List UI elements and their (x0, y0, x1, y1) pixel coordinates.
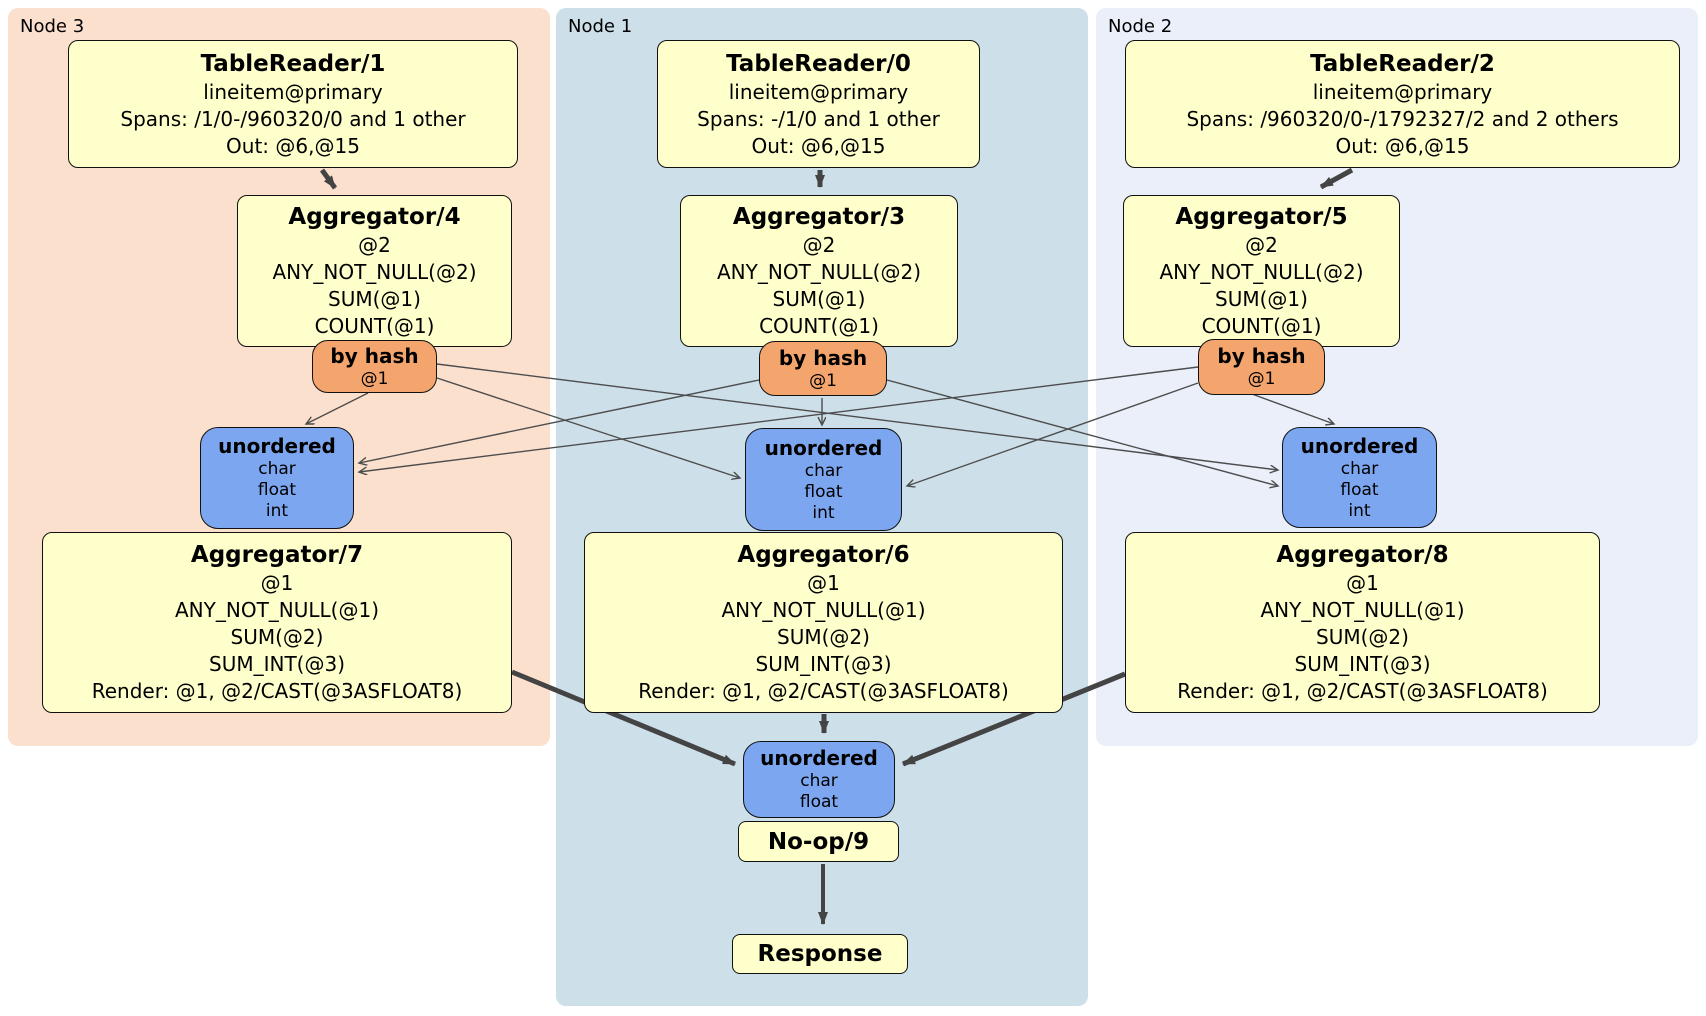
node-3-hash-router-col: @1 (360, 368, 389, 389)
node-2-hash-router: by hash @1 (1198, 339, 1325, 395)
aggregator-8-fn-1: ANY_NOT_NULL(@1) (1260, 598, 1465, 622)
node-1-hash-router: by hash @1 (759, 341, 887, 396)
node-2-sync-title: unordered (1300, 433, 1419, 458)
node-1-hash-router-col: @1 (809, 370, 837, 391)
tablereader-1-index: lineitem@primary (203, 79, 383, 104)
node-1-unordered-sync: unordered char float int (745, 428, 902, 531)
node-2-label: Node 2 (1108, 16, 1173, 37)
aggregator-7-fn-1: ANY_NOT_NULL(@1) (175, 598, 379, 622)
aggregator-8-box: Aggregator/8 @1 ANY_NOT_NULL(@1) SUM(@2)… (1125, 532, 1600, 713)
aggregator-7-title: Aggregator/7 (190, 542, 364, 568)
final-sync-title: unordered (760, 746, 878, 770)
aggregator-6-fn-1: ANY_NOT_NULL(@1) (721, 598, 926, 622)
noop-9-box: No-op/9 (738, 821, 899, 862)
processor-flow-edges (319, 167, 1354, 925)
aggregator-5-fn-1: ANY_NOT_NULL(@2) (1159, 260, 1364, 284)
aggregator-7-render: Render: @1, @2/CAST(@3ASFLOAT8) (91, 679, 463, 703)
node-1-hash-router-title: by hash (778, 345, 868, 370)
router-to-sync-edges (306, 363, 1334, 486)
tablereader-2-title: TableReader/2 (1310, 50, 1495, 77)
aggregator-7-fn-3: SUM_INT(@3) (209, 652, 345, 676)
aggregator-3-title: Aggregator/3 (732, 204, 906, 230)
node-1-sync-type-3: int (812, 502, 835, 523)
node-2-sync-type-2: float (1340, 479, 1379, 500)
tablereader-1-box: TableReader/1 lineitem@primary Spans: /1… (68, 40, 518, 168)
node-1-sync-title: unordered (764, 435, 883, 460)
tablereader-2-spans: Spans: /960320/0-/1792327/2 and 2 others (1186, 106, 1619, 131)
tablereader-0-spans: Spans: -/1/0 and 1 other (697, 106, 940, 131)
final-sync-type-1: char (800, 771, 838, 791)
node-2-sync-type-3: int (1348, 500, 1371, 521)
node-2-sync-type-1: char (1340, 458, 1379, 479)
node-3-hash-router-title: by hash (330, 343, 419, 368)
node-3-hash-router: by hash @1 (312, 340, 437, 393)
aggregator-6-render: Render: @1, @2/CAST(@3ASFLOAT8) (638, 679, 1009, 703)
tablereader-2-box: TableReader/2 lineitem@primary Spans: /9… (1125, 40, 1680, 168)
node-3-sync-type-3: int (265, 501, 289, 521)
aggregator-4-title: Aggregator/4 (288, 204, 461, 230)
aggregator-4-box: Aggregator/4 @2 ANY_NOT_NULL(@2) SUM(@1)… (237, 195, 512, 347)
node-1-label: Node 1 (568, 16, 633, 37)
aggregator-7-box: Aggregator/7 @1 ANY_NOT_NULL(@1) SUM(@2)… (42, 532, 512, 713)
tablereader-0-out: Out: @6,@15 (751, 133, 886, 158)
aggregator-5-fn-3: COUNT(@1) (1201, 314, 1322, 338)
aggregator-3-fn-3: COUNT(@1) (759, 314, 879, 338)
aggregator-6-group-col: @1 (807, 571, 840, 595)
node-2-hash-router-title: by hash (1217, 344, 1306, 368)
node-2-hash-router-col: @1 (1247, 369, 1276, 389)
aggregator-7-fn-2: SUM(@2) (230, 625, 324, 649)
aggregator-3-group-col: @2 (802, 233, 836, 257)
aggregator-8-render: Render: @1, @2/CAST(@3ASFLOAT8) (1177, 679, 1548, 703)
noop-9-title: No-op/9 (767, 828, 870, 855)
response-title: Response (757, 941, 883, 967)
node-1-sync-type-2: float (804, 481, 843, 502)
node-3-sync-type-2: float (257, 480, 297, 500)
aggregator-5-title: Aggregator/5 (1175, 204, 1348, 230)
aggregator-6-fn-3: SUM_INT(@3) (755, 652, 892, 676)
aggregator-6-title: Aggregator/6 (737, 542, 910, 568)
aggregator-7-group-col: @1 (260, 571, 294, 595)
tablereader-1-spans: Spans: /1/0-/960320/0 and 1 other (120, 106, 466, 131)
aggregator-4-fn-1: ANY_NOT_NULL(@2) (272, 260, 477, 284)
tablereader-2-index: lineitem@primary (1312, 79, 1493, 104)
tablereader-0-box: TableReader/0 lineitem@primary Spans: -/… (657, 40, 980, 168)
aggregator-4-group-col: @2 (358, 233, 391, 257)
tablereader-1-out: Out: @6,@15 (226, 133, 360, 158)
node-3-label: Node 3 (20, 16, 85, 37)
aggregator-3-box: Aggregator/3 @2 ANY_NOT_NULL(@2) SUM(@1)… (680, 195, 958, 347)
aggregator-8-fn-2: SUM(@2) (1316, 625, 1409, 649)
aggregator-8-title: Aggregator/8 (1276, 542, 1449, 568)
final-unordered-sync: unordered char float (743, 741, 895, 818)
node-3-sync-title: unordered (218, 434, 336, 458)
tablereader-1-title: TableReader/1 (200, 50, 386, 77)
tablereader-2-out: Out: @6,@15 (1335, 133, 1470, 158)
aggregator-5-fn-2: SUM(@1) (1215, 287, 1308, 311)
aggregator-3-fn-1: ANY_NOT_NULL(@2) (717, 260, 921, 284)
aggregator-5-box: Aggregator/5 @2 ANY_NOT_NULL(@2) SUM(@1)… (1123, 195, 1400, 347)
tablereader-0-title: TableReader/0 (726, 50, 911, 77)
final-sync-type-2: float (799, 792, 839, 812)
aggregator-3-fn-2: SUM(@1) (772, 287, 866, 311)
response-box: Response (732, 934, 908, 974)
node-3-unordered-sync: unordered char float int (200, 427, 354, 529)
aggregator-8-group-col: @1 (1346, 571, 1379, 595)
tablereader-0-index: lineitem@primary (728, 79, 909, 104)
node-2-unordered-sync: unordered char float int (1282, 427, 1437, 528)
aggregator-4-fn-3: COUNT(@1) (314, 314, 435, 338)
aggregator-6-box: Aggregator/6 @1 ANY_NOT_NULL(@1) SUM(@2)… (584, 532, 1063, 713)
aggregator-5-group-col: @2 (1245, 233, 1278, 257)
node-3-sync-type-1: char (258, 459, 296, 479)
aggregator-8-fn-3: SUM_INT(@3) (1294, 652, 1431, 676)
aggregator-4-fn-2: SUM(@1) (328, 287, 421, 311)
aggregator-6-fn-2: SUM(@2) (777, 625, 870, 649)
node-1-sync-type-1: char (804, 460, 843, 481)
